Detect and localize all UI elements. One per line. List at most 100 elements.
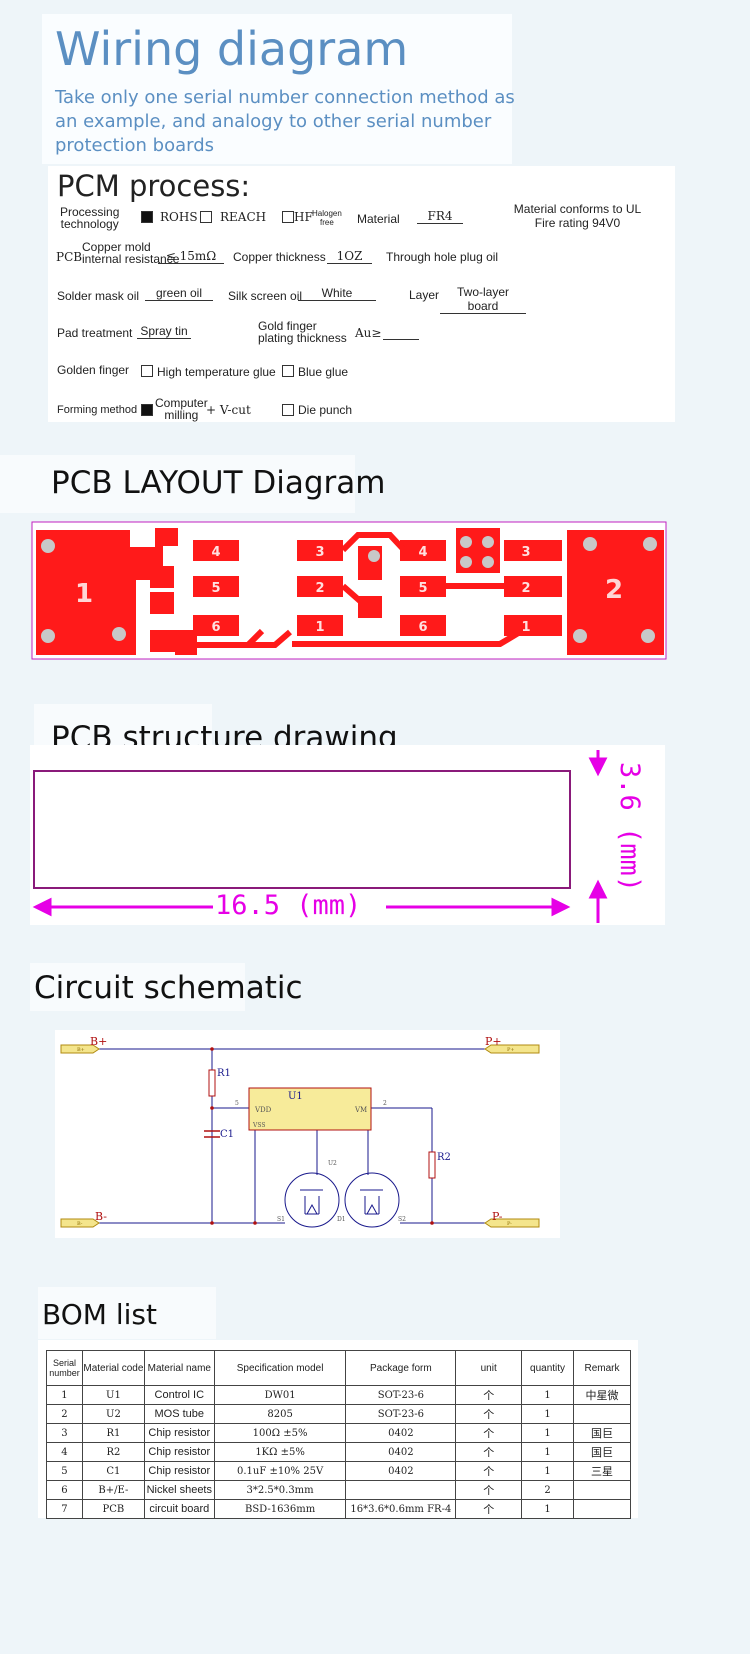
computer-milling-line1: Computer	[155, 396, 208, 410]
bom-cell: 3	[46, 1423, 83, 1443]
layer-label: Layer	[409, 288, 440, 302]
blue-glue-checkbox[interactable]	[282, 365, 294, 377]
copper-mold-line1: Copper mold	[82, 240, 151, 254]
circuit-schematic: R1 C1 U1 VDD VM VSS 5 2 R2 U2 S1 D1 S2 B…	[60, 1035, 540, 1228]
small-pad	[175, 630, 197, 655]
bom-title-panel	[38, 1287, 216, 1339]
pad-number: 4	[418, 545, 427, 560]
numbered-pad	[504, 615, 562, 636]
ic-u1	[248, 1087, 372, 1131]
bom-title: BOM list	[42, 1298, 157, 1331]
bom-cell: 1	[521, 1461, 575, 1481]
r2-label: R2	[437, 1152, 451, 1163]
ul-note-line2: Fire rating 94V0	[534, 216, 621, 230]
numbered-pad	[193, 615, 239, 636]
height-arrow-top	[588, 757, 608, 777]
via	[482, 556, 494, 568]
reach-checkbox[interactable]	[200, 211, 212, 223]
pminus-label: P-	[492, 1210, 503, 1223]
schematic-panel	[55, 1030, 560, 1238]
bom-header-cell: unit	[455, 1350, 523, 1386]
bom-cell: 个	[455, 1442, 523, 1462]
bom-cell: 个	[455, 1404, 523, 1424]
bom-header-cell: Remark	[573, 1350, 631, 1386]
computer-milling-checkbox[interactable]	[141, 404, 153, 416]
numbered-pad	[193, 576, 239, 597]
bom-cell: C1	[81, 1461, 145, 1481]
pin-2-label: 2	[383, 1100, 387, 1107]
width-arrow-left	[32, 897, 52, 917]
bplus-label: B+	[90, 1035, 107, 1048]
bom-cell: 2	[521, 1480, 575, 1500]
solder-mask-label: Solder mask oil	[57, 289, 140, 303]
small-pad	[150, 566, 174, 588]
left-pad-1	[36, 528, 178, 655]
die-punch-checkbox[interactable]	[282, 404, 294, 416]
pad-number: 1	[315, 620, 324, 635]
page-subtitle-line-2: an example, and analogy to other serial …	[55, 111, 492, 132]
bom-cell: 0402	[345, 1461, 457, 1481]
bom-cell: SOT-23-6	[345, 1385, 457, 1405]
pad-number: 6	[418, 620, 427, 635]
bom-cell: Chip resistor	[143, 1442, 215, 1462]
gold-plating-value: Au≥	[355, 326, 382, 340]
bom-header-cell: Package form	[345, 1350, 457, 1386]
gold-plating-label: Gold finger plating thickness	[258, 320, 347, 344]
golden-finger-label: Golden finger	[57, 363, 130, 377]
processing-label-line1: Processing	[60, 205, 120, 219]
center-pad	[358, 596, 382, 618]
hf-checkbox[interactable]	[282, 211, 294, 223]
header-panel	[42, 14, 512, 164]
width-arrow-right	[551, 897, 571, 917]
bminus-tag	[60, 1218, 100, 1228]
vcut-label: + V-cut	[206, 403, 251, 417]
copper-mold-line2: internal resistance	[82, 252, 180, 266]
via	[460, 536, 472, 548]
rohs-checkbox[interactable]	[141, 211, 153, 223]
through-hole-label: Through hole plug oil	[386, 250, 499, 264]
junction	[430, 1221, 434, 1225]
numbered-pad	[504, 540, 562, 561]
u2-label: U2	[328, 1160, 337, 1167]
bom-cell: R1	[81, 1423, 145, 1443]
numbered-pad	[297, 540, 343, 561]
pad-number: 3	[315, 545, 324, 560]
pcm-panel	[48, 166, 675, 422]
bom-cell: 1	[46, 1385, 83, 1405]
mosfet-2	[344, 1172, 400, 1228]
bom-cell: 国巨	[573, 1423, 631, 1443]
vm-pin-label: VM	[354, 1106, 367, 1114]
bom-cell: 100Ω ±5%	[213, 1423, 347, 1443]
junction	[210, 1047, 214, 1051]
schematic-title-panel	[30, 963, 245, 1011]
silk-screen-value: White	[298, 286, 376, 301]
bom-cell: 0.1uF ±10% 25V	[213, 1461, 347, 1481]
numbered-pad	[400, 576, 446, 597]
height-arrow-bottom	[588, 879, 608, 899]
gold-plating-blank	[383, 339, 419, 340]
resistor-r1	[208, 1069, 216, 1097]
pad-number: 5	[211, 581, 220, 596]
bom-cell: Chip resistor	[143, 1423, 215, 1443]
bom-cell	[573, 1499, 631, 1519]
bom-table: Serial number Material code Material nam…	[46, 1350, 631, 1519]
die-punch-label: Die punch	[298, 403, 353, 417]
bom-cell: 7	[46, 1499, 83, 1519]
pad-number: 2	[315, 581, 324, 596]
high-temp-glue-checkbox[interactable]	[141, 365, 153, 377]
junction	[253, 1221, 257, 1225]
mosfet-1	[284, 1172, 340, 1228]
right-pad-2	[567, 530, 664, 655]
bom-cell: 三星	[573, 1461, 631, 1481]
halogen-free-label: Halogen free	[312, 209, 342, 227]
bom-cell: Nickel sheets	[143, 1480, 215, 1500]
via	[460, 556, 472, 568]
layout-title-panel	[0, 455, 355, 513]
bom-cell: 个	[455, 1480, 523, 1500]
mosfet-2-body	[360, 1189, 383, 1215]
bom-cell: SOT-23-6	[345, 1404, 457, 1424]
via	[41, 539, 55, 553]
